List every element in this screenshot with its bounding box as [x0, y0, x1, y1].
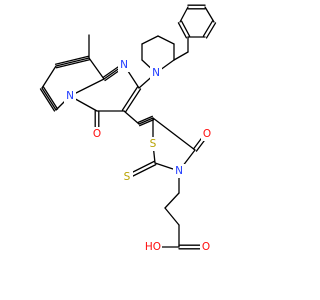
svg-text:N: N — [175, 165, 183, 177]
atom-s-ring: S — [147, 137, 159, 151]
svg-text:O: O — [203, 128, 211, 140]
bond-pp2-pp3 — [157, 35, 175, 45]
atom-o-acid-hydroxyl: HO — [144, 240, 162, 254]
bond-c9a-a9 — [88, 57, 105, 80]
bond-c2-c3-second — [124, 88, 142, 113]
bond-ch-c5 — [138, 117, 154, 125]
bond-ph2-ph3 — [204, 6, 215, 23]
bond-ph6-ph1 — [179, 6, 189, 23]
bond-a6-a7-second — [39, 88, 56, 112]
bond-a8-a7 — [41, 65, 57, 89]
atom-n-top: N — [118, 58, 130, 72]
svg-text:O: O — [202, 241, 210, 253]
atom-o-acid-double: O — [200, 240, 212, 254]
bond-c4t-c5 — [152, 117, 196, 151]
svg-text:HO: HO — [145, 241, 161, 253]
atom-s-thione: S — [121, 170, 133, 184]
bond-a9-a8 — [55, 57, 90, 67]
svg-text:N: N — [152, 67, 160, 79]
svg-text:S: S — [150, 138, 157, 150]
atom-n-fused: N — [64, 89, 76, 103]
bond-a8-a9 — [55, 59, 91, 69]
bond-lines — [39, 4, 217, 250]
bond-c2-c3 — [121, 86, 139, 111]
atom-n-thiazolidinone: N — [173, 164, 185, 178]
bond-ph3-ph4 — [202, 20, 214, 37]
bond-a6-a7 — [42, 86, 59, 110]
svg-text:N: N — [66, 90, 74, 102]
bond-c3-ch — [123, 110, 140, 125]
bond-pp3-pp4 — [141, 35, 159, 45]
svg-text:O: O — [93, 128, 101, 140]
bond-ph5-ph6-second — [177, 22, 188, 39]
bond-ph5-ph6 — [180, 20, 191, 37]
atom-n-piperidine: N — [150, 66, 162, 80]
svg-text:N: N — [120, 59, 128, 71]
bond-a7-a6 — [41, 87, 57, 111]
svg-text:S: S — [124, 171, 131, 183]
bond-k2-k3 — [164, 207, 180, 226]
bond-c5-ch-second — [139, 119, 155, 127]
bond-ph3-ph4-second — [205, 22, 217, 39]
bond-a8-a9-second — [54, 55, 90, 65]
atom-labels: N N N O S O N S — [64, 58, 213, 254]
molecule-structure: N N N O S O N S — [39, 4, 217, 254]
atom-o-thiazolidinone: O — [201, 127, 213, 141]
bond-ch2b-pp1 — [173, 51, 189, 61]
bond-k1-k2 — [164, 192, 180, 209]
atom-o-ring: O — [91, 127, 103, 141]
bond-c5-ch — [137, 115, 153, 123]
